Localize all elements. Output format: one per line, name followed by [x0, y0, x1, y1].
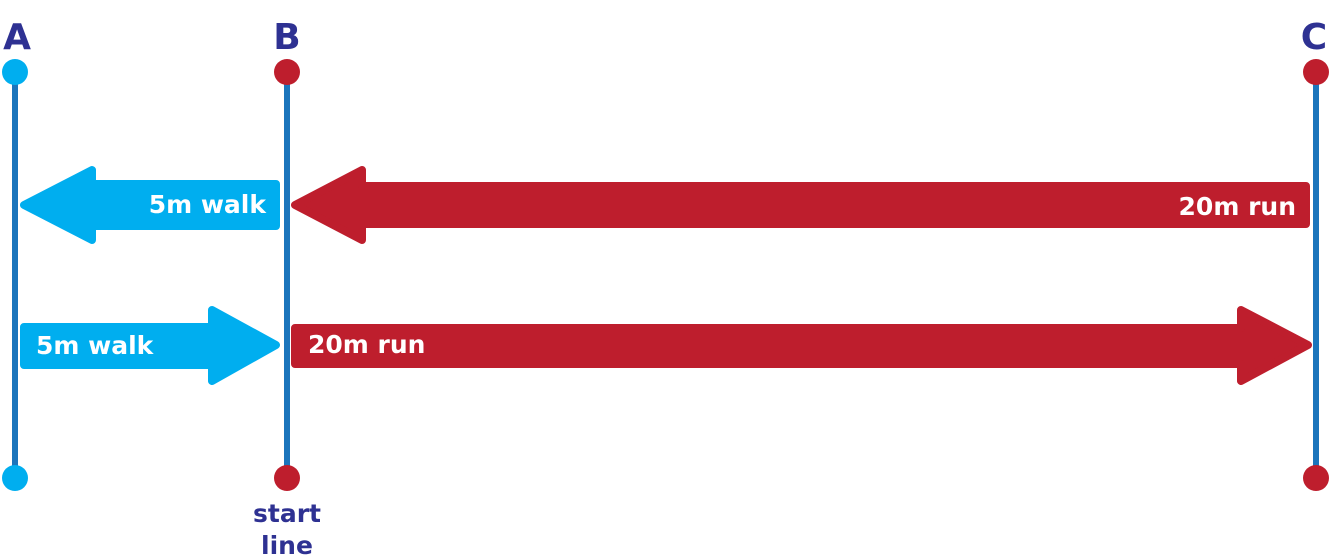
marker-b-label: B	[273, 17, 300, 58]
marker-a-top-dot	[2, 59, 28, 85]
run-left-label: 20m run	[1179, 192, 1296, 221]
walk-right-arrow	[20, 306, 280, 385]
marker-a-bottom-dot	[2, 465, 28, 491]
marker-c-top-dot	[1303, 59, 1329, 85]
run-right-arrow	[291, 306, 1312, 385]
marker-b-top-dot	[274, 59, 300, 85]
start-line-caption-line2: line	[261, 531, 313, 558]
marker-a-label: A	[3, 17, 31, 58]
run-right-label: 20m run	[308, 330, 425, 359]
walk-left-arrow	[20, 166, 280, 244]
run-left-arrow	[291, 166, 1310, 244]
marker-c-label: C	[1301, 17, 1327, 58]
marker-b-bottom-dot	[274, 465, 300, 491]
marker-c-bottom-dot	[1303, 465, 1329, 491]
walk-right-label: 5m walk	[36, 331, 155, 360]
walk-left-label: 5m walk	[149, 190, 268, 219]
start-line-caption-line1: start	[253, 499, 321, 528]
